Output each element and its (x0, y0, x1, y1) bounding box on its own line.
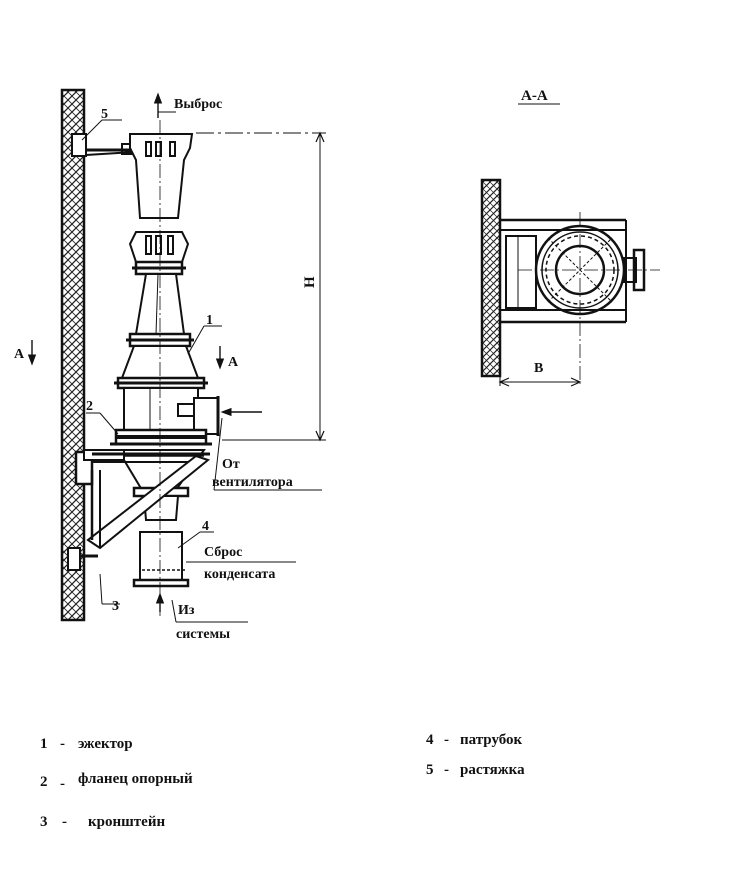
diffuser-head (128, 231, 190, 276)
legend-text: фланец опорный (78, 771, 193, 787)
legend-item-1: 1 - эжектор (40, 736, 133, 752)
section-title: А-А (521, 88, 548, 104)
section-mark-right: А (228, 355, 239, 370)
legend-item-5: 5 - растяжка (426, 762, 525, 778)
label-ventilyatora: вентилятора (212, 475, 293, 490)
label-iz: Из (178, 603, 195, 618)
legend-text: растяжка (460, 762, 525, 778)
legend-dash: - (60, 776, 65, 792)
legend-dash: - (444, 732, 449, 748)
legend-num: 4 (426, 732, 434, 748)
leader-lines (81, 111, 322, 623)
legend-item-3: 3 - кронштейн (40, 814, 165, 830)
legend-dash: - (444, 762, 449, 778)
callout-4: 4 (202, 519, 209, 534)
dimension-b: В (534, 361, 543, 376)
section-a-a-view (480, 103, 660, 387)
wall (60, 88, 86, 622)
legend-item-2: 2 - фланец опорный (40, 771, 193, 792)
legend-num: 1 (40, 736, 48, 752)
legend-text: эжектор (78, 736, 133, 752)
legend-dash: - (62, 814, 67, 830)
condensate-pipe (132, 531, 190, 588)
label-sistemy: системы (176, 627, 230, 642)
callout-2: 2 (86, 399, 93, 414)
legend-item-4: 4 - патрубок (426, 732, 523, 748)
ejector-cone-lower (114, 345, 208, 390)
label-vybros: Выброс (174, 97, 222, 112)
legend: 1 - эжектор 2 - фланец опорный 3 - кронш… (40, 732, 525, 830)
legend-num: 3 (40, 814, 48, 830)
ejector-body (123, 387, 220, 436)
drawing-labels: Выброс 5 1 2 От вентилятора 4 Сброс конд… (14, 88, 548, 642)
legend-text: кронштейн (88, 814, 165, 830)
main-view (60, 88, 220, 622)
legend-num: 5 (426, 762, 434, 778)
callout-3: 3 (112, 599, 119, 614)
callout-5: 5 (101, 107, 108, 122)
label-ot: От (222, 457, 240, 472)
guy-rope-bracket (71, 133, 135, 157)
discharge-nozzle (129, 133, 194, 219)
callout-1: 1 (206, 313, 213, 328)
support-flange (110, 428, 212, 446)
dimension-h: Н (302, 276, 318, 288)
flow-arrows (27, 92, 262, 612)
legend-dash: - (60, 736, 65, 752)
section-wall (480, 178, 502, 378)
legend-text: патрубок (460, 732, 523, 748)
section-mark-left: А (14, 347, 25, 362)
height-dimension (196, 131, 326, 442)
label-sbros: Сброс (204, 545, 242, 560)
legend-num: 2 (40, 774, 48, 790)
label-kondensata: конденсата (204, 567, 275, 582)
